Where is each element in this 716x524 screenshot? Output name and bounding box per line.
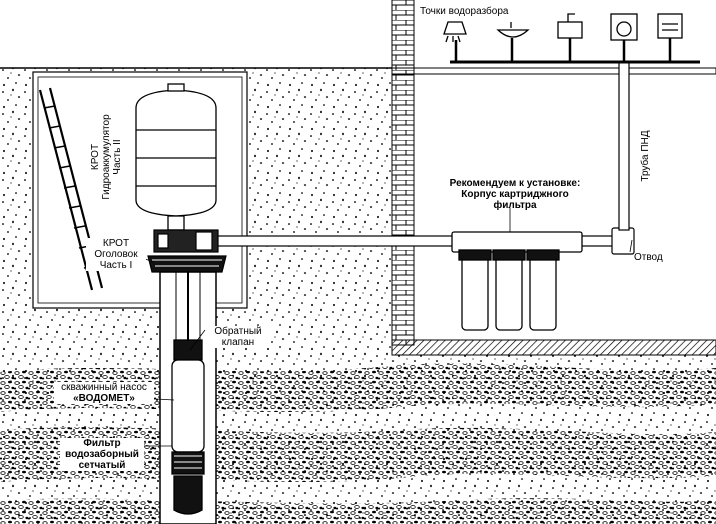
supply-pipe [217, 227, 635, 255]
pnd-pipe [450, 36, 700, 231]
check-valve-label: Обратный клапан [206, 326, 270, 348]
krot-head-line-1: КРОТ [102, 238, 130, 249]
krot-head-line-2: Оголовок [94, 249, 138, 260]
recommend-label: Рекомендуем к установке: Корпус картридж… [440, 178, 590, 211]
recommend-line-1: Рекомендуем к установке: [449, 178, 581, 189]
hydro-accumulator-tank [135, 83, 217, 231]
water-point-icons [443, 13, 683, 43]
filter-line-1: Фильтр [83, 438, 121, 449]
pump-line-1: скважинный насос [61, 382, 147, 393]
pump-label: скважинный насос «ВОДОМЕТ» [54, 382, 154, 404]
pnd-pipe-label: Труба ПНД [640, 130, 651, 182]
water-points-label: Точки водоразбора [420, 6, 509, 17]
krot-head-label: КРОТ Оголовок Часть I [86, 238, 146, 271]
krot-accumulator-label: КРОТ Гидроаккумулятор Часть II [90, 102, 123, 212]
branch-label: Отвод [634, 252, 663, 263]
filter-line-2: водозаборный [65, 449, 139, 460]
filter-line-3: сетчатый [78, 460, 126, 471]
krot-accumulator-line-1: КРОТ [90, 143, 101, 171]
borehole-pump [171, 339, 205, 515]
check-valve-line-2: клапан [221, 337, 255, 348]
pump-line-2: «ВОДОМЕТ» [73, 393, 135, 404]
recommend-line-2: Корпус картриджного [461, 189, 569, 200]
cartridge-filters [451, 231, 583, 331]
krot-accumulator-line-3: Часть II [112, 139, 123, 175]
check-valve-line-1: Обратный [214, 326, 262, 337]
recommend-line-3: фильтра [493, 200, 537, 211]
well-head [147, 229, 227, 273]
krot-head-line-3: Часть I [99, 260, 133, 271]
krot-accumulator-line-2: Гидроаккумулятор [101, 114, 112, 200]
filter-label: Фильтр водозаборный сетчатый [60, 438, 144, 471]
